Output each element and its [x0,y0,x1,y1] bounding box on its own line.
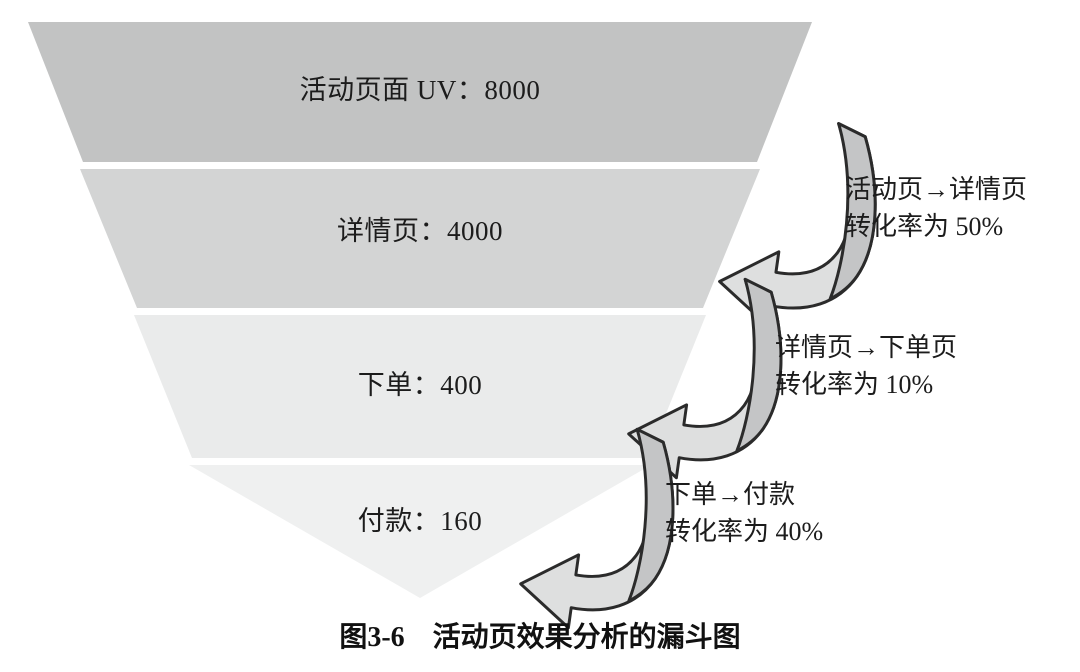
funnel-stage-label-4: 付款：160 [357,506,483,536]
conversion-annotation-1: 活动页→详情页 转化率为 50% [845,172,1027,246]
funnel-band-2 [80,169,760,308]
funnel-bands [28,22,812,598]
conversion-transition-1: 活动页→详情页 [845,175,1028,204]
conversion-annotation-2: 详情页→下单页 转化率为 10% [775,330,957,404]
conversion-transition-2: 详情页→下单页 [775,333,958,362]
funnel-stage-label-3: 下单：400 [357,370,483,400]
funnel-band-1 [28,22,812,162]
funnel-band-3 [134,315,706,458]
funnel-stage-label-1: 活动页面 UV：8000 [299,75,541,105]
funnel-stage-label-2: 详情页：4000 [337,216,503,246]
conversion-transition-3: 下单→付款 [665,480,796,509]
conversion-rate-2: 转化率为 10% [775,369,934,399]
funnel-band-4 [189,465,651,598]
conversion-rate-1: 转化率为 50% [845,211,1004,241]
figure-caption: 图3-6 活动页效果分析的漏斗图 [339,622,741,653]
conversion-rate-3: 转化率为 40% [665,516,824,546]
conversion-annotation-3: 下单→付款 转化率为 40% [665,477,823,551]
